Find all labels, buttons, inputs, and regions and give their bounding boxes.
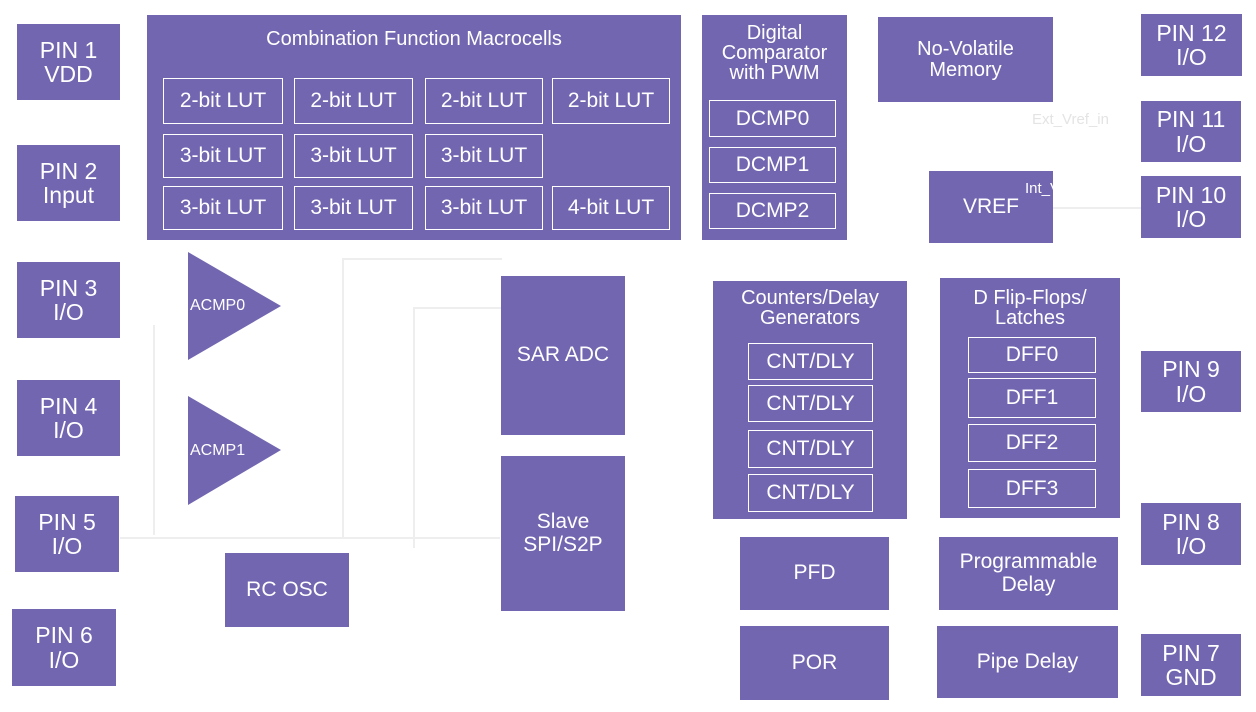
acmp0-label: ACMP0 <box>190 297 246 314</box>
pin-11: PIN 11 I/O <box>1141 101 1241 162</box>
lut: 3-bit LUT <box>294 134 413 178</box>
pin-3: PIN 3 I/O <box>17 262 120 338</box>
lut: 3-bit LUT <box>425 186 543 230</box>
dcmp-title: Digital Comparator with PWM <box>721 22 828 84</box>
dcmp1: DCMP1 <box>709 147 836 183</box>
cnt-dly: CNT/DLY <box>748 474 873 512</box>
cnt-dly: CNT/DLY <box>748 343 873 380</box>
dff-title: D Flip-Flops/ Latches <box>973 287 1087 329</box>
counters-delay <box>713 281 907 519</box>
counters-title: Counters/Delay Generators <box>741 287 879 329</box>
acmp0-triangle <box>188 252 281 360</box>
pin-7-gnd: PIN 7 GND <box>1141 634 1241 696</box>
lut: 3-bit LUT <box>163 134 283 178</box>
programmable-delay: Programmable Delay <box>939 537 1118 610</box>
wire <box>1053 207 1141 209</box>
ext-vref-in-label: Ext_Vref_in <box>1032 111 1109 128</box>
pin-4: PIN 4 I/O <box>17 380 120 456</box>
lut: 2-bit LUT <box>552 78 670 124</box>
combination-function-macrocells <box>147 15 681 240</box>
lut: 3-bit LUT <box>294 186 413 230</box>
pin-9: PIN 9 I/O <box>1141 351 1241 412</box>
pin-12: PIN 12 I/O <box>1141 14 1242 76</box>
por: POR <box>740 626 889 700</box>
lut: 2-bit LUT <box>294 78 413 124</box>
pin-1-vdd: PIN 1 VDD <box>17 24 120 100</box>
dff0: DFF0 <box>968 337 1096 373</box>
wire <box>120 537 500 539</box>
int-vref-out-label: Int_Vref_out <box>1025 180 1107 197</box>
lut: 3-bit LUT <box>163 186 283 230</box>
lut: 3-bit LUT <box>425 134 543 178</box>
lut: 2-bit LUT <box>425 78 543 124</box>
cfm-title: Combination Function Macrocells <box>266 28 562 50</box>
wire <box>413 308 415 548</box>
slave-spi: Slave SPI/S2P <box>501 456 625 611</box>
vref: VREF <box>929 171 1053 243</box>
acmp1-triangle <box>188 396 281 505</box>
dcmp2: DCMP2 <box>709 193 836 229</box>
d-flip-flops <box>940 278 1120 518</box>
pin-6: PIN 6 I/O <box>12 609 116 686</box>
lut: 4-bit LUT <box>552 186 670 230</box>
pin-8: PIN 8 I/O <box>1141 503 1241 565</box>
cnt-dly: CNT/DLY <box>748 385 873 422</box>
wire <box>153 325 155 535</box>
wire <box>342 258 344 538</box>
pin-10: PIN 10 I/O <box>1141 176 1241 238</box>
digital-comparator <box>702 15 847 240</box>
wire <box>342 258 502 260</box>
pin-2-input: PIN 2 Input <box>17 145 120 221</box>
dcmp0: DCMP0 <box>709 100 836 137</box>
rc-osc: RC OSC <box>225 553 349 627</box>
pipe-delay: Pipe Delay <box>937 626 1118 698</box>
dff3: DFF3 <box>968 469 1096 508</box>
wire <box>413 307 501 309</box>
lut: 2-bit LUT <box>163 78 283 124</box>
acmp1-label: ACMP1 <box>190 442 246 459</box>
pfd: PFD <box>740 537 889 610</box>
non-volatile-memory: No-Volatile Memory <box>878 17 1053 102</box>
sar-adc: SAR ADC <box>501 276 625 435</box>
dff1: DFF1 <box>968 378 1096 418</box>
dff2: DFF2 <box>968 424 1096 462</box>
cnt-dly: CNT/DLY <box>748 430 873 468</box>
pin-5: PIN 5 I/O <box>15 496 119 572</box>
